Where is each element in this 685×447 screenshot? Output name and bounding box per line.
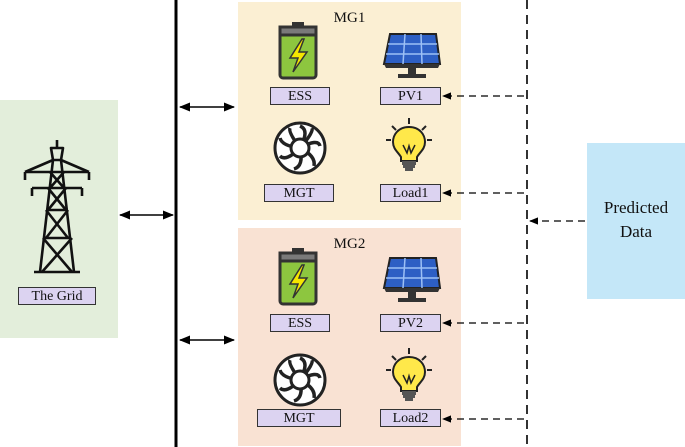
- mg2-turbine-icon: [273, 353, 327, 407]
- grid-label: The Grid: [18, 287, 96, 305]
- predicted-line-1: Predicted: [603, 198, 669, 217]
- predicted-data-text: Predicted Data: [587, 196, 685, 244]
- mg2-pv-label: PV2: [380, 314, 441, 332]
- mg1-title: MG1: [333, 10, 366, 26]
- mg1-mgt-label: MGT: [264, 184, 334, 202]
- mg2-battery-icon: [278, 246, 318, 306]
- mg2-mgt-label: MGT: [257, 409, 341, 427]
- mg1-pv-label: PV1: [380, 87, 441, 105]
- mg2-title: MG2: [333, 236, 366, 252]
- transmission-tower-icon: [23, 140, 91, 274]
- mg2-solar-panel-icon: [383, 257, 441, 303]
- mg1-load-label: Load1: [380, 184, 441, 202]
- mg1-turbine-icon: [273, 121, 327, 175]
- predicted-data-panel: [587, 143, 685, 299]
- mg1-ess-label: ESS: [270, 87, 330, 105]
- mg2-light-bulb-icon: [385, 347, 433, 402]
- mg1-light-bulb-icon: [385, 117, 433, 172]
- mg1-battery-icon: [278, 20, 318, 80]
- mg1-solar-panel-icon: [383, 33, 441, 79]
- mg2-load-label: Load2: [380, 409, 441, 427]
- mg2-ess-label: ESS: [270, 314, 330, 332]
- predicted-line-2: Data: [619, 222, 653, 241]
